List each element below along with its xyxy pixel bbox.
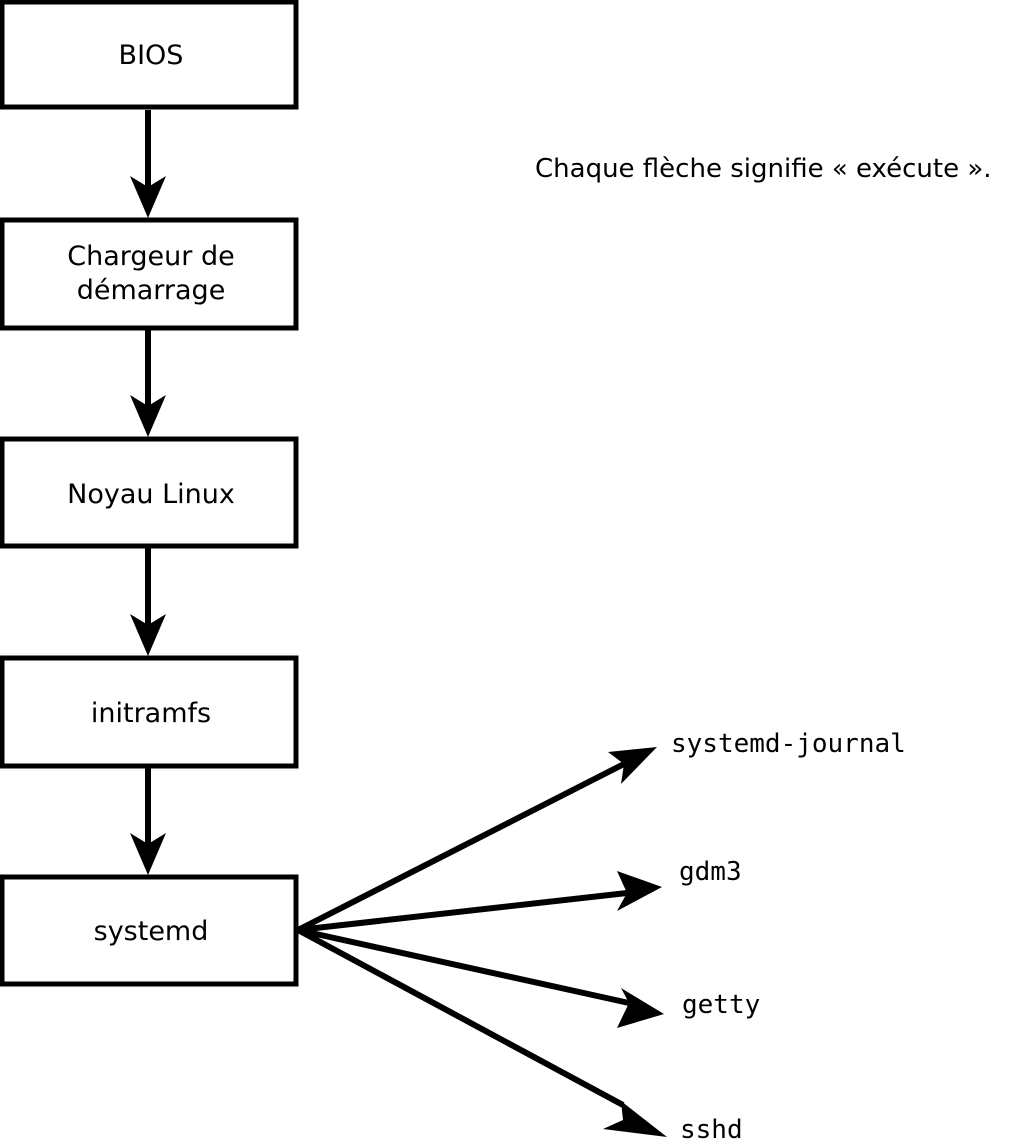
edge-initramfs-to-systemd bbox=[130, 768, 166, 875]
edge-systemd-to-gdm3 bbox=[297, 871, 662, 933]
edge-kernel-to-initramfs bbox=[130, 548, 166, 656]
node-sshd-label[interactable]: sshd bbox=[680, 1115, 743, 1144]
node-initramfs[interactable]: initramfs bbox=[0, 655, 299, 769]
node-systemd[interactable]: systemd bbox=[0, 874, 299, 987]
node-bootloader[interactable]: Chargeur de démarrage bbox=[0, 217, 299, 331]
edge-bios-to-bootloader bbox=[130, 110, 166, 218]
node-bios-label: BIOS bbox=[119, 40, 184, 71]
node-systemd-label: systemd bbox=[94, 916, 209, 947]
edge-systemd-to-sshd bbox=[296, 927, 667, 1137]
edge-systemd-to-systemd-journal bbox=[296, 747, 657, 933]
node-getty-label[interactable]: getty bbox=[682, 990, 760, 1020]
edge-systemd-to-getty bbox=[297, 927, 664, 1028]
edge-bootloader-to-kernel bbox=[130, 330, 166, 437]
node-kernel[interactable]: Noyau Linux bbox=[0, 436, 299, 549]
node-systemd-journal-label[interactable]: systemd-journal bbox=[671, 729, 906, 759]
node-initramfs-label: initramfs bbox=[91, 698, 211, 729]
node-bios[interactable]: BIOS bbox=[0, 0, 299, 110]
node-gdm3-label[interactable]: gdm3 bbox=[679, 857, 742, 887]
diagram-caption: Chaque flèche signifie « exécute ». bbox=[535, 154, 992, 184]
node-kernel-label: Noyau Linux bbox=[67, 479, 235, 510]
node-bootloader-label-line1: Chargeur de bbox=[67, 241, 234, 272]
node-bootloader-label-line2: démarrage bbox=[77, 275, 226, 306]
